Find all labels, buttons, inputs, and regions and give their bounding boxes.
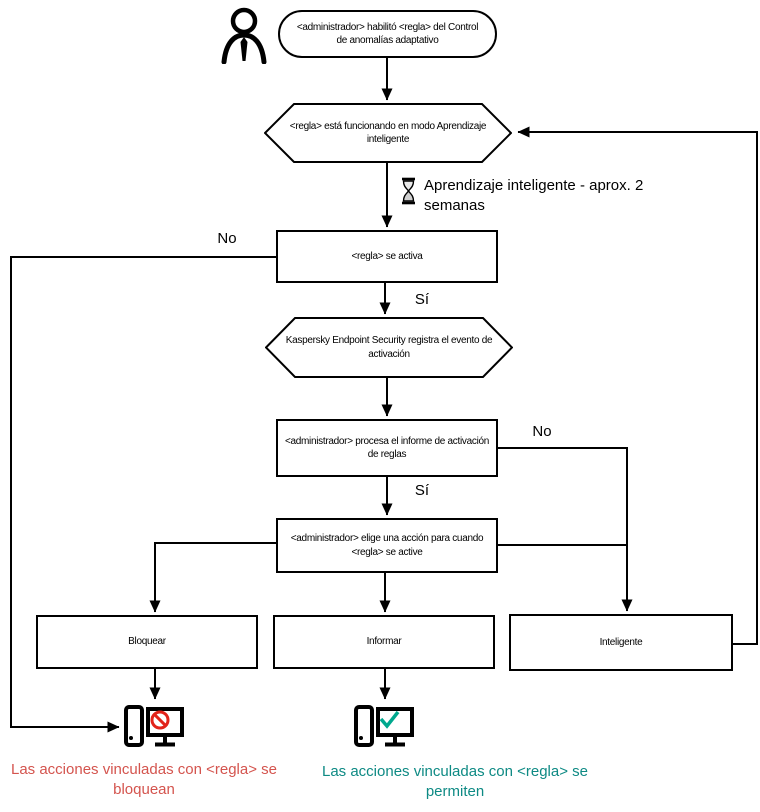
smart-action-label: Inteligente — [599, 636, 643, 648]
smart-training-node: <regla> está funcionando en modo Aprendi… — [264, 103, 512, 163]
edge-label-si-1: Sí — [414, 291, 430, 308]
edge-label-no-right: No — [532, 423, 552, 440]
edge-trigger-no-loop — [10, 256, 276, 733]
edge-label-si-2: Sí — [414, 482, 430, 499]
kes-logs-label: Kaspersky Endpoint Security registra el … — [285, 335, 493, 360]
person-icon — [221, 7, 267, 64]
admin-action-label: <administrador> elige una acción para cu… — [290, 533, 484, 558]
edge-report-no — [498, 447, 633, 612]
computer-allowed-icon — [354, 705, 414, 747]
training-duration-annotation: Aprendizaje inteligente - aprox. 2 seman… — [424, 177, 644, 214]
inform-action-label: Informar — [366, 636, 402, 648]
kes-logs-node: Kaspersky Endpoint Security registra el … — [265, 317, 513, 378]
admin-report-node: <administrador> procesa el informe de ac… — [276, 419, 498, 477]
allowed-caption: Las acciones vinculadas con <regla> se p… — [321, 763, 588, 800]
smart-action-node: Inteligente — [509, 614, 733, 671]
hourglass-icon — [402, 177, 415, 205]
edge-smart-loopback — [517, 126, 758, 645]
start-node: <administrador> habilitó <regla> del Con… — [278, 10, 497, 58]
computer-blocked-icon — [124, 705, 184, 747]
block-action-node: Bloquear — [36, 615, 258, 669]
admin-report-label: <administrador> procesa el informe de ac… — [284, 435, 490, 461]
rule-triggers-node: <regla> se activa — [276, 230, 498, 283]
edge-choose-to-block — [149, 542, 276, 613]
admin-action-node: <administrador> elige una acción para cu… — [276, 518, 498, 573]
inform-action-node: Informar — [273, 615, 495, 669]
hexagon-shape — [265, 317, 513, 378]
smart-training-label: <regla> está funcionando en modo Aprendi… — [289, 120, 487, 146]
edge-label-no-left: No — [217, 230, 237, 247]
block-action-label: Bloquear — [128, 636, 166, 648]
blocked-caption: Las acciones vinculadas con <regla> se b… — [10, 761, 277, 798]
hexagon-shape — [264, 103, 512, 163]
rule-triggers-label: <regla> se activa — [351, 250, 423, 262]
start-node-label: <administrador> habilitó <regla> del Con… — [296, 21, 479, 47]
